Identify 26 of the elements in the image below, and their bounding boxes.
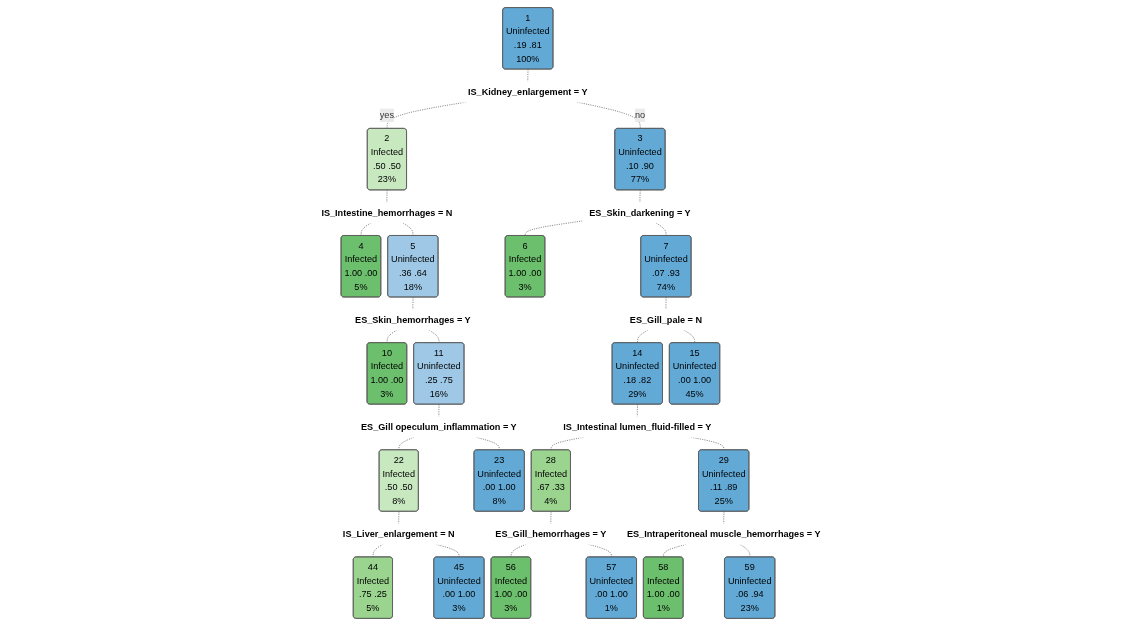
connector — [372, 543, 383, 557]
node-text: ES_Skin_darkening = Y — [588, 207, 691, 217]
edge-label: yes — [379, 109, 394, 120]
connector — [412, 296, 413, 310]
connector — [527, 68, 528, 82]
connector — [510, 543, 526, 557]
node-text: ES_Gill_pale = N — [629, 314, 702, 324]
node-text: ES_Gill opeculum_inflammation = Y — [360, 421, 517, 432]
connector — [665, 296, 666, 310]
connector — [739, 543, 750, 557]
connector — [397, 510, 399, 524]
node-text: ES_Skin_hemorrhages = Y — [354, 314, 471, 324]
connector — [386, 189, 387, 203]
connector — [636, 403, 638, 417]
connector — [639, 189, 641, 203]
connector — [722, 510, 724, 524]
connector — [438, 403, 439, 417]
node-text: IS_Kidney_enlargement = Y — [467, 86, 588, 96]
node-text: IS_Intestinal lumen_fluid-filled = Y — [562, 421, 711, 432]
node-text: IS_Liver_enlargement = N — [342, 528, 455, 539]
node-text: IS_Intestine_hemorrhages = N — [320, 207, 452, 217]
node-text: ES_Gill_hemorrhages = Y — [494, 528, 606, 539]
edge-label: no — [634, 109, 645, 120]
connector — [386, 329, 397, 343]
node-text: ES_Intraperitoneal muscle_hemorrhages = Y — [626, 528, 821, 539]
connector — [550, 510, 551, 524]
